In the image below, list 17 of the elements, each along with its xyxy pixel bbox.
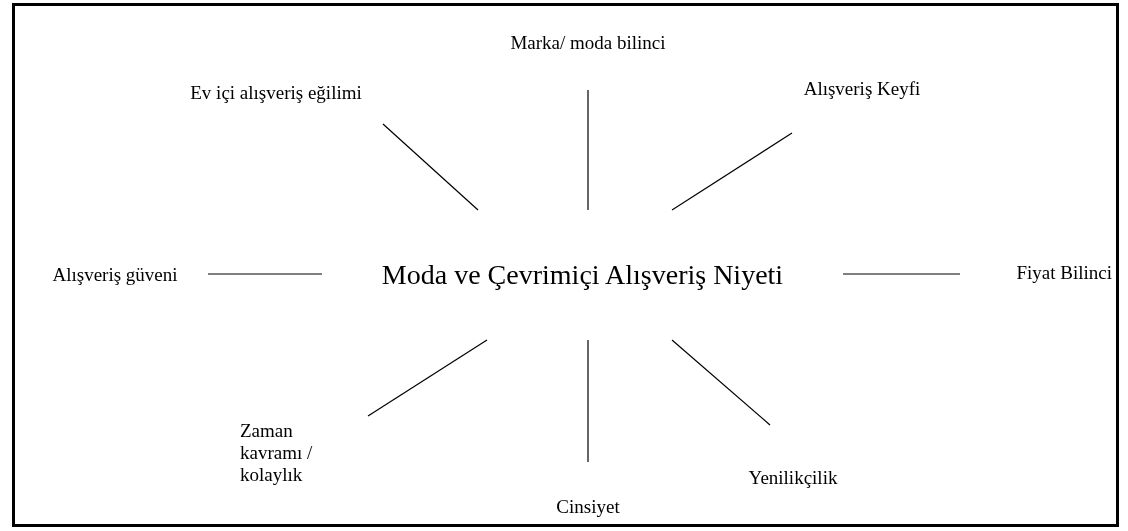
factor-label: Ev içi alışveriş eğilimi xyxy=(190,82,362,104)
factor-label: Cinsiyet xyxy=(556,496,620,518)
factor-label: Zaman kavramı / kolaylık xyxy=(240,420,314,486)
connector-line xyxy=(382,123,479,211)
central-concept-label: Moda ve Çevrimiçi Alışveriş Niyeti xyxy=(381,259,784,291)
factor-label: Alışveriş güveni xyxy=(52,264,178,286)
connector-line xyxy=(671,339,771,426)
factor-label: Marka/ moda bilinci xyxy=(510,32,666,54)
factor-label: Alışveriş Keyfi xyxy=(803,78,921,100)
connector-line xyxy=(587,339,589,463)
connector-line xyxy=(587,89,589,211)
factor-label: Yenilikçilik xyxy=(748,467,838,489)
connector-line xyxy=(207,273,323,275)
connector-line xyxy=(842,273,961,275)
connector-line xyxy=(671,132,793,211)
connector-line xyxy=(367,339,488,417)
factor-label: Fiyat Bilinci xyxy=(1016,262,1112,284)
